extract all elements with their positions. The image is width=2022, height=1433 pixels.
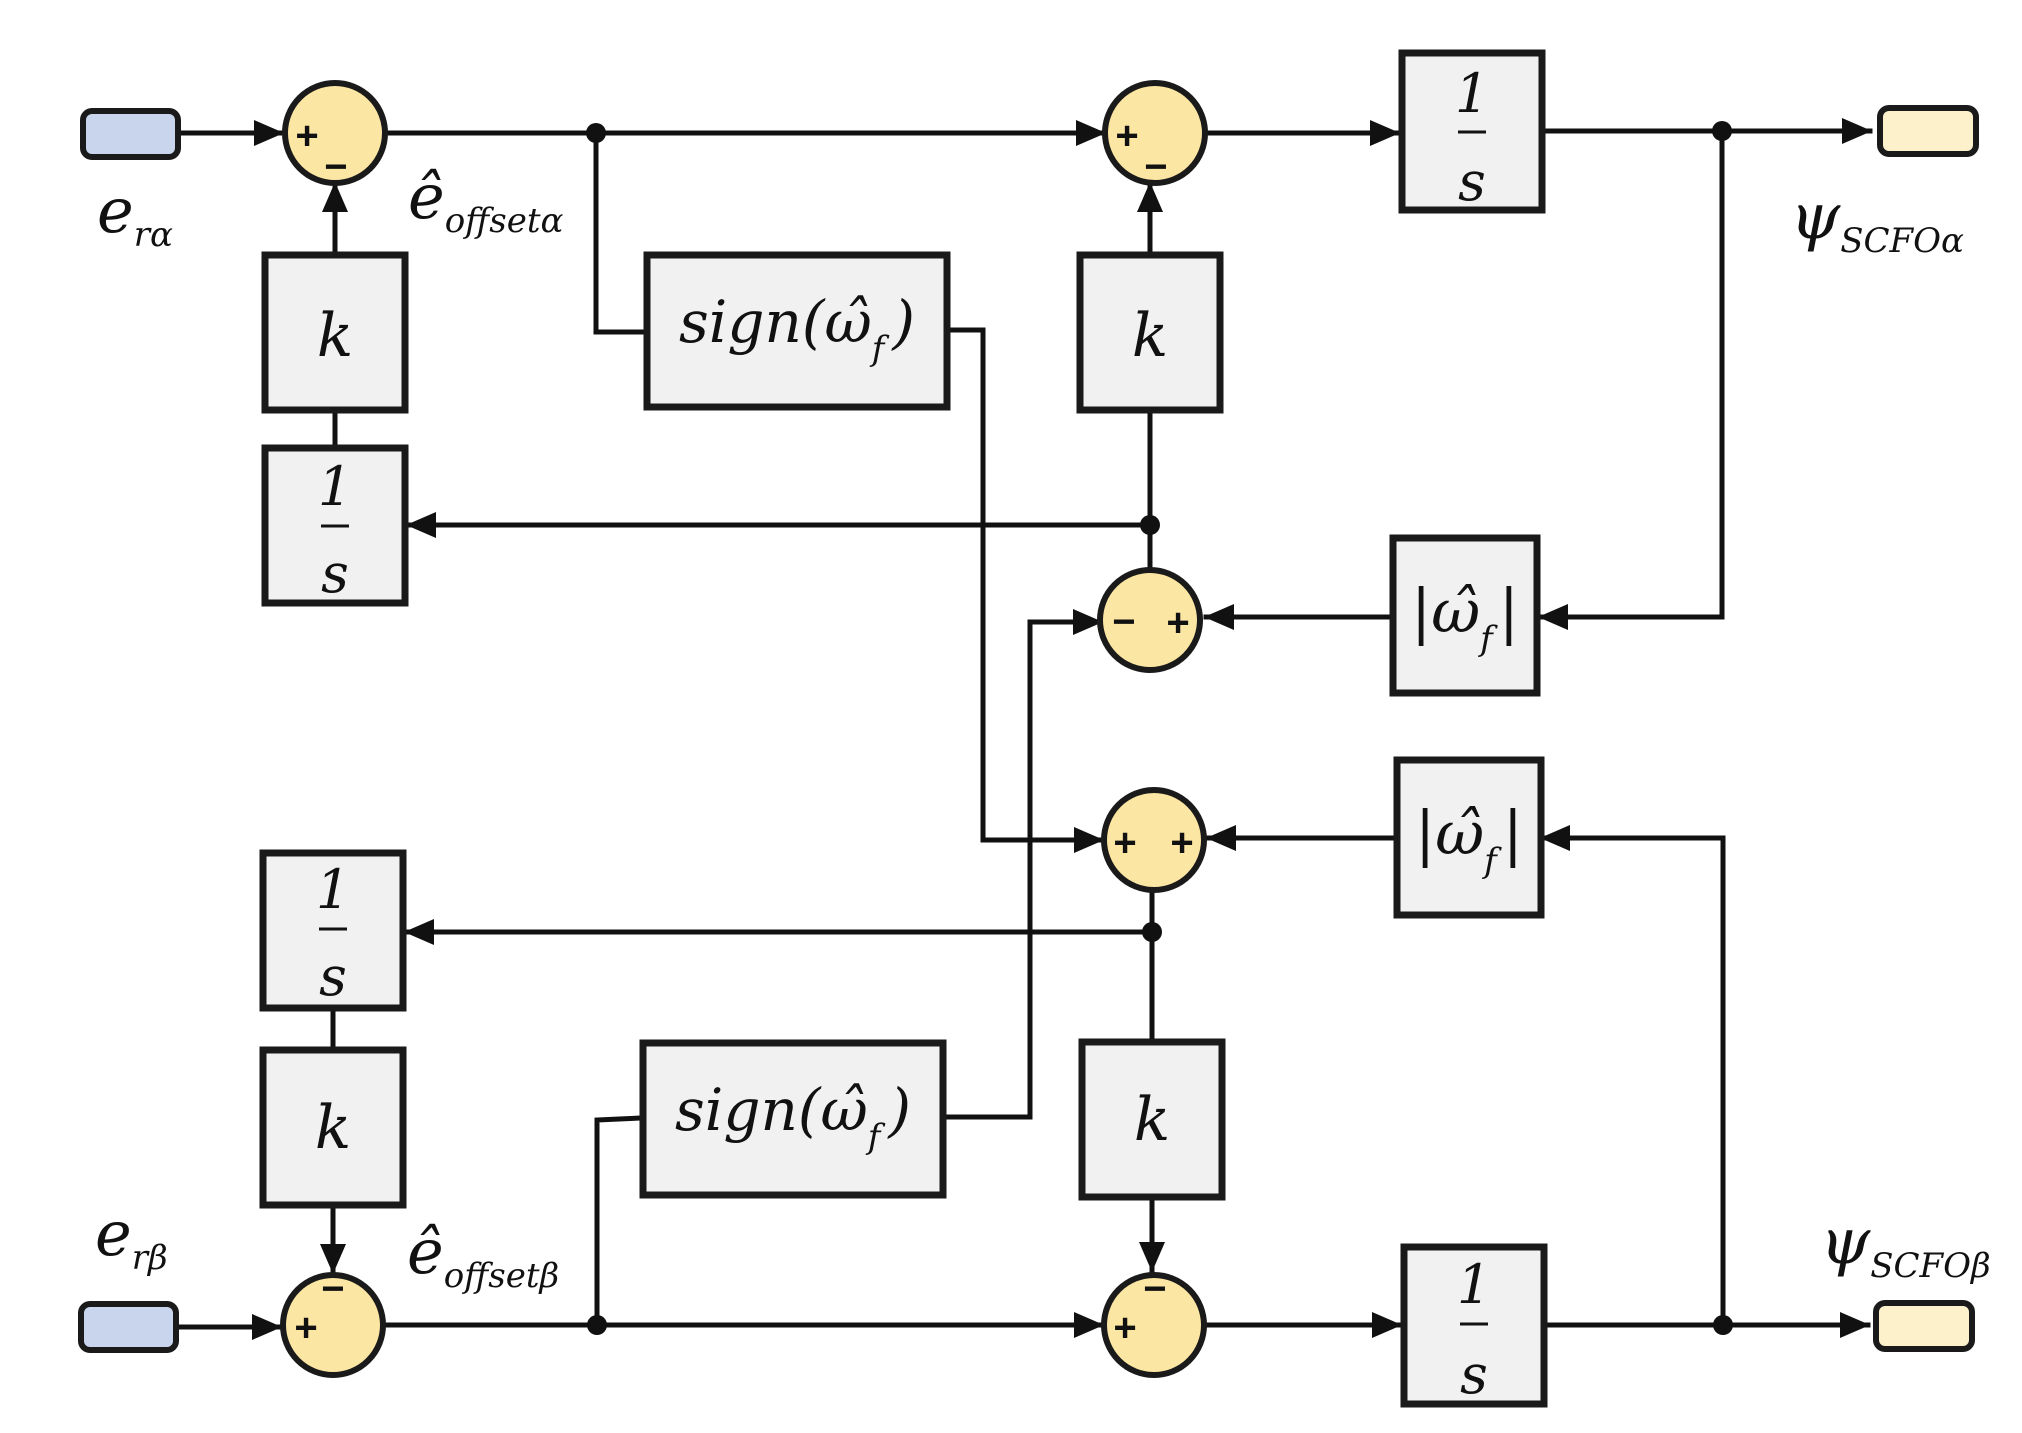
summing-junction-alpha-offset: + −	[282, 80, 388, 189]
integrator-block-alpha-offset: 1 s	[261, 444, 409, 607]
summing-junction-alpha-cross: − +	[1097, 567, 1203, 673]
minus-sign: −	[1112, 600, 1135, 644]
junction-dot	[1713, 1315, 1733, 1335]
input-port-beta	[78, 1301, 179, 1353]
wire-branch-b-to-sign-b	[594, 1115, 644, 1328]
wire-psi-b-feedback	[1539, 825, 1726, 1328]
plus-sign: +	[1113, 1306, 1136, 1350]
junction-dot	[1140, 515, 1160, 535]
label-psi-scfo-alpha: ψSCFOα	[1790, 180, 1964, 261]
plus-sign: +	[295, 114, 318, 158]
minus-sign: −	[324, 145, 347, 189]
svg-text:k: k	[317, 301, 353, 371]
svg-text:1: 1	[316, 858, 350, 921]
label-psi-scfo-beta: ψSCFOβ	[1820, 1205, 1991, 1286]
svg-text:k: k	[315, 1093, 351, 1163]
svg-text:k: k	[1134, 1085, 1170, 1155]
svg-text:|ω̂f|: |ω̂f|	[1411, 577, 1519, 659]
gain-block-k-alpha-left: k	[261, 251, 409, 414]
gain-block-k-beta-right: k	[1078, 1038, 1226, 1201]
svg-text:s: s	[319, 945, 347, 1008]
plus-sign: +	[1115, 114, 1138, 158]
abs-omega-block-beta: |ω̂f|	[1393, 756, 1545, 919]
gain-block-k-beta-left: k	[259, 1046, 407, 1209]
plus-sign: +	[1170, 821, 1193, 865]
integrator-block-beta-output: 1 s	[1400, 1243, 1548, 1408]
junction-dot	[1142, 922, 1162, 942]
svg-text:s: s	[321, 542, 349, 605]
output-port-beta	[1873, 1300, 1975, 1352]
summing-junction-beta-cross: + +	[1101, 787, 1207, 893]
junction-dot	[1712, 121, 1732, 141]
svg-text:1: 1	[1455, 62, 1489, 125]
sign-block-beta: sign(ω̂f)	[639, 1039, 947, 1199]
svg-text:1: 1	[318, 455, 352, 518]
svg-text:s: s	[1460, 1343, 1488, 1406]
junction-dot	[586, 123, 606, 143]
svg-text:sign(ω̂f): sign(ω̂f)	[675, 1076, 911, 1157]
label-e-rbeta: erβ	[95, 1197, 168, 1278]
wire-sign-b-to-sum3	[942, 609, 1104, 1120]
svg-text:|ω̂f|: |ω̂f|	[1415, 799, 1523, 881]
wire-sign-a-to-sum4	[947, 327, 1105, 853]
label-e-offset-beta: êoffsetβ	[407, 1215, 559, 1296]
abs-omega-block-alpha: |ω̂f|	[1389, 534, 1541, 697]
summing-junction-beta-offset: − +	[280, 1267, 386, 1378]
input-port-alpha	[80, 108, 181, 160]
svg-text:1: 1	[1457, 1253, 1491, 1316]
signal-wires	[175, 118, 1873, 1340]
label-e-offset-alpha: êoffsetα	[408, 160, 563, 241]
wire-psi-a-feedback	[1537, 128, 1725, 630]
summing-junction-alpha-main: + −	[1102, 80, 1208, 189]
svg-text:k: k	[1132, 301, 1168, 371]
minus-sign: −	[1143, 1267, 1166, 1311]
label-e-ralpha: erα	[97, 174, 173, 255]
sign-block-alpha: sign(ω̂f)	[643, 251, 951, 411]
svg-text:s: s	[1458, 150, 1486, 213]
junction-dot	[587, 1315, 607, 1335]
minus-sign: −	[1144, 145, 1167, 189]
integrator-block-alpha-output: 1 s	[1398, 49, 1546, 214]
plus-sign: +	[1166, 601, 1189, 645]
summing-junction-beta-main: − +	[1101, 1267, 1207, 1378]
integrator-block-beta-offset: 1 s	[259, 849, 407, 1012]
wire-branch-a-to-sign-a	[593, 130, 648, 335]
output-port-alpha	[1877, 105, 1979, 157]
svg-text:sign(ω̂f): sign(ω̂f)	[679, 288, 915, 369]
plus-sign: +	[294, 1306, 317, 1350]
plus-sign: +	[1113, 821, 1136, 865]
junction-dots	[586, 121, 1733, 1335]
minus-sign: −	[321, 1267, 344, 1311]
gain-block-k-alpha-right: k	[1076, 251, 1224, 414]
